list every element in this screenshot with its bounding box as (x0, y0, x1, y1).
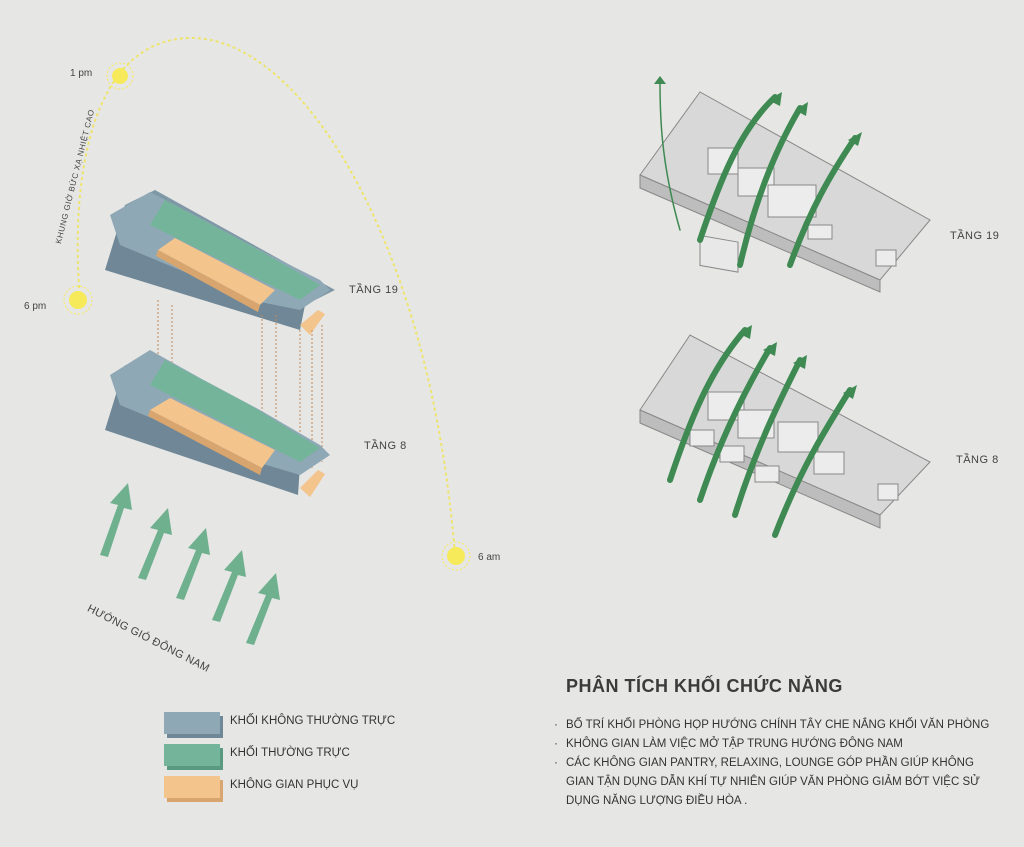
floor-label-19-left: TẦNG 19 (349, 284, 399, 296)
building-floor-8-functional (105, 350, 330, 497)
building-floor-8-airflow (639, 334, 931, 529)
legend-swatch-permanent (164, 744, 220, 766)
analysis-note: KHÔNG GIAN LÀM VIỆC MỞ TẬP TRUNG HƯỚNG Đ… (552, 735, 992, 754)
floor-label-8-left: TẦNG 8 (364, 440, 407, 452)
building-floor-19-functional (105, 190, 335, 335)
airflow-arrowheads-floor-19 (654, 76, 862, 146)
sun-label-6am: 6 am (478, 552, 501, 563)
sun-icon-1pm (106, 62, 134, 90)
legend-label: KHỐI THƯỜNG TRỰC (230, 747, 350, 759)
airflow-arrows-floor-8 (667, 327, 853, 538)
legend-swatch-service (164, 776, 220, 798)
analysis-note: BỐ TRÍ KHỐI PHÒNG HỌP HƯỚNG CHÍNH TÂY CH… (552, 716, 992, 735)
analysis-notes: BỐ TRÍ KHỐI PHÒNG HỌP HƯỚNG CHÍNH TÂY CH… (552, 716, 992, 811)
airflow-arrowheads-floor-8 (738, 325, 857, 399)
floor-label-8-right: TẦNG 8 (956, 454, 999, 466)
legend-swatch-non-permanent (164, 712, 220, 734)
legend-label: KHÔNG GIAN PHỤC VỤ (230, 779, 359, 791)
sun-icon-6pm (63, 285, 93, 315)
building-floor-19-airflow (639, 91, 931, 293)
floor-label-19-right: TẦNG 19 (950, 230, 1000, 242)
legend-label: KHỐI KHÔNG THƯỜNG TRỰC (230, 715, 396, 727)
sun-label-6pm: 6 pm (24, 301, 47, 312)
analysis-title: PHÂN TÍCH KHỐI CHỨC NĂNG (566, 676, 843, 696)
airflow-arrows-floor-19 (659, 81, 858, 268)
wind-arrows (100, 483, 280, 645)
sun-label-1pm: 1 pm (70, 68, 93, 79)
analysis-note: CÁC KHÔNG GIAN PANTRY, RELAXING, LOUNGE … (552, 754, 992, 811)
sun-path-arc (76, 36, 456, 556)
sun-icon-6am (441, 541, 471, 571)
